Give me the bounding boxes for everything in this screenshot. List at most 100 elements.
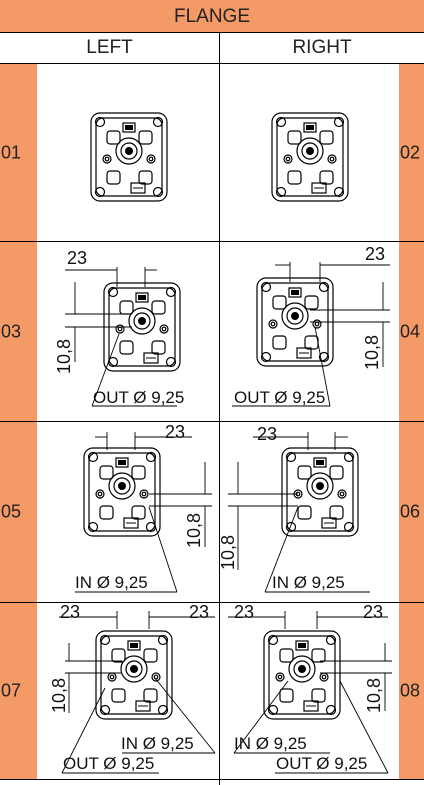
bolt-hole [333, 116, 345, 128]
shaft-outer [306, 472, 334, 500]
shaft-outer [288, 655, 316, 683]
port-label: OUT Ø 9,25 [93, 388, 184, 407]
bolt-hole [152, 186, 164, 198]
shaft-mid [293, 660, 311, 678]
port-square [111, 648, 126, 663]
row-number-right: 02 [399, 64, 424, 241]
port-square [311, 688, 326, 703]
side-port [107, 672, 117, 682]
shaft-center [306, 147, 314, 155]
flange-drawing: 23 10,8 OUT Ø 9,25 [232, 244, 390, 407]
shaft-center [138, 317, 146, 325]
side-port-inner [97, 491, 103, 497]
port-square [151, 340, 166, 355]
top-marking-fill [316, 460, 324, 465]
port-label: IN Ø 9,25 [234, 734, 307, 753]
side-port-inner [104, 156, 110, 162]
side-port-inner [339, 491, 345, 497]
flange-inner-outline [268, 635, 336, 715]
port-square [131, 465, 146, 480]
port-square [138, 130, 153, 145]
port-square [106, 170, 121, 185]
port-square [143, 648, 158, 663]
port-square [279, 688, 294, 703]
side-port [283, 154, 293, 164]
row-number-right: 08 [399, 603, 424, 779]
bolt-hole [267, 704, 279, 716]
side-port [115, 324, 125, 334]
side-port-inner [314, 321, 320, 327]
bolt-hole [343, 451, 355, 463]
flange-outline [83, 447, 161, 537]
bolt-hole [157, 704, 169, 716]
dimension-text: 10,8 [362, 335, 382, 370]
flange-drawing-07: 23 23 10,8 IN Ø 9,25 OUT Ø 9,25 [37, 603, 220, 779]
row-number-left: 01 [0, 64, 37, 241]
port-square [329, 505, 344, 520]
shaft-center [291, 312, 299, 320]
dimension-text: 10,8 [54, 339, 74, 374]
port-square [99, 465, 114, 480]
side-port-inner [161, 326, 167, 332]
top-marking [135, 292, 149, 303]
side-port [319, 672, 329, 682]
shaft-outer [128, 307, 156, 335]
logo-plate [143, 352, 159, 364]
dimension-text: 10,8 [49, 678, 69, 713]
bolt-hole [94, 186, 106, 198]
side-port [275, 672, 285, 682]
bolt-hole [343, 521, 355, 533]
bolt-hole [333, 186, 345, 198]
port-square [319, 130, 334, 145]
top-marking [288, 287, 302, 298]
side-port-inner [285, 156, 291, 162]
top-marking-fill [291, 290, 299, 295]
port-square [272, 335, 287, 350]
row-number-right: 04 [399, 242, 424, 421]
column-header-right: RIGHT [220, 33, 424, 64]
port-label: OUT Ø 9,25 [234, 388, 325, 407]
port-square [111, 688, 126, 703]
shaft-mid [125, 660, 143, 678]
bolt-hole [318, 281, 330, 293]
bolt-hole [157, 634, 169, 646]
shaft-outer [120, 655, 148, 683]
port-square [304, 295, 319, 310]
port-square [297, 505, 312, 520]
port-square [329, 465, 344, 480]
shaft-mid [311, 477, 329, 495]
bolt-hole [152, 116, 164, 128]
top-marking [295, 640, 309, 651]
bolt-hole [285, 451, 297, 463]
shaft-outer [115, 137, 143, 165]
side-port [151, 672, 161, 682]
port-label: OUT Ø 9,25 [276, 754, 367, 773]
bolt-hole [165, 356, 177, 368]
port-label: OUT Ø 9,25 [63, 754, 154, 773]
port-square [131, 505, 146, 520]
flange-drawing: 23 23 10,8 IN Ø 9,25 OUT Ø 9,25 [228, 603, 392, 774]
side-port [268, 319, 278, 329]
shaft-center [130, 665, 138, 673]
table-row: 03 23 10,8 OUT Ø 9,25 [0, 242, 424, 422]
flange-drawing-01 [37, 64, 220, 241]
port-square [279, 648, 294, 663]
port-square [151, 300, 166, 315]
flange-inner-outline [276, 117, 344, 197]
port-square [99, 505, 114, 520]
bolt-hole [285, 521, 297, 533]
port-square [319, 170, 334, 185]
side-port [337, 489, 347, 499]
table-title: FLANGE [0, 0, 424, 33]
shaft-center [298, 665, 306, 673]
flange-drawing: 23 10,8 IN Ø 9,25 [75, 422, 212, 593]
dimension-text: 23 [189, 603, 209, 622]
top-marking-fill [298, 643, 306, 648]
top-marking-fill [125, 125, 133, 130]
column-header-left: LEFT [0, 33, 220, 64]
flange-drawing: 23 10,8 OUT Ø 9,25 [54, 248, 184, 407]
side-port-inner [277, 674, 283, 680]
table-row: 05 23 10,8 IN Ø 9,25 [0, 422, 424, 603]
flange-drawing-04: 23 10,8 OUT Ø 9,25 [220, 242, 399, 421]
